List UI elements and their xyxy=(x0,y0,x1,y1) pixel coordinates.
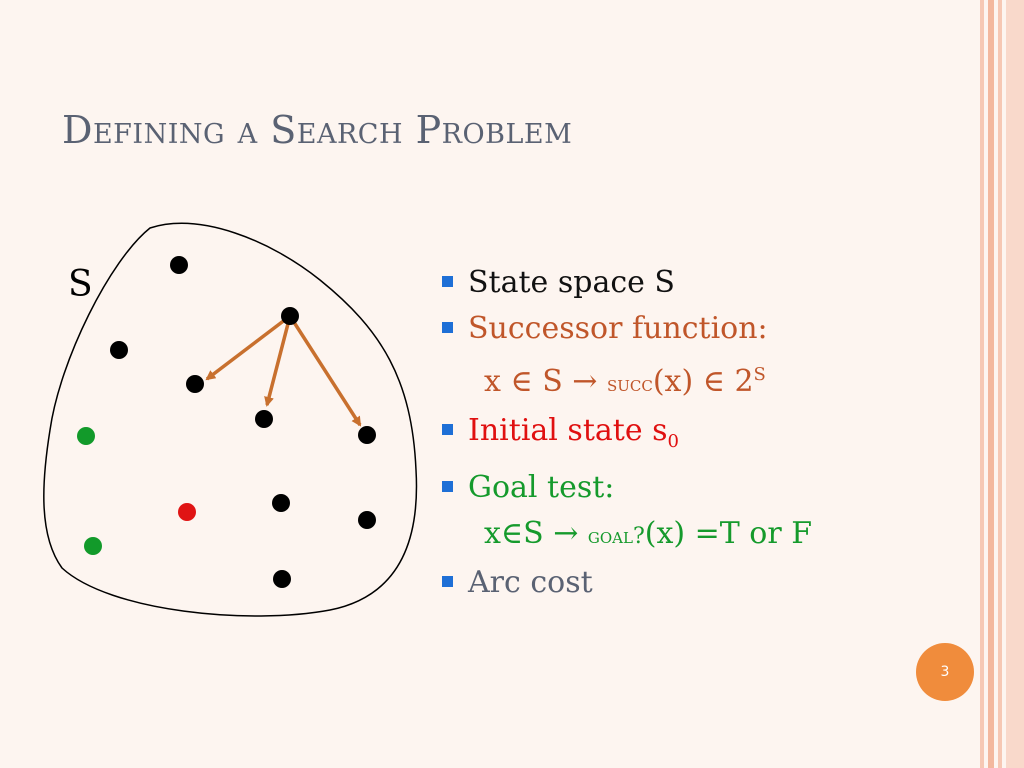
slide-title: Defining a Search Problem xyxy=(62,108,573,152)
successor-arrow xyxy=(205,314,292,381)
state-node xyxy=(272,494,290,512)
formula-function: goal? xyxy=(587,524,645,549)
frame-stripe-2 xyxy=(988,0,994,768)
initial-state-node xyxy=(178,503,196,521)
state-space-boundary xyxy=(43,222,418,617)
formula-lhs: x∈S → xyxy=(484,516,588,551)
successor-arrow xyxy=(264,315,292,407)
state-node xyxy=(186,375,204,393)
formula-function: succ xyxy=(606,372,653,397)
state-node xyxy=(358,426,376,444)
state-node xyxy=(281,307,299,325)
frame-stripe-3 xyxy=(998,0,1002,768)
state-node xyxy=(255,410,273,428)
bullet-subscript: 0 xyxy=(667,431,679,452)
bullet-text: Arc cost xyxy=(468,565,593,600)
goal-state-node xyxy=(77,427,95,445)
bullet-text: State space S xyxy=(468,265,675,300)
bullet-successor-function: Successor function: x ∈ S → succ(x) ∈ 2S xyxy=(440,306,920,408)
bullet-marker xyxy=(442,322,453,333)
state-node xyxy=(110,341,128,359)
bullet-marker xyxy=(442,481,453,492)
formula-rhs: (x) =T or F xyxy=(644,516,813,551)
bullet-text: Successor function: xyxy=(468,311,768,346)
state-node xyxy=(358,511,376,529)
frame-stripe-1 xyxy=(980,0,984,768)
successor-arrow xyxy=(288,315,362,427)
page-number-badge: 3 xyxy=(916,643,974,701)
bullet-text: Goal test: xyxy=(468,470,615,505)
state-node xyxy=(170,256,188,274)
formula-rhs: (x) ∈ 2 xyxy=(652,364,754,399)
goal-state-node xyxy=(84,537,102,555)
definition-list: State space S Successor function: x ∈ S … xyxy=(440,260,920,606)
bullet-marker xyxy=(442,276,453,287)
set-label: S xyxy=(68,264,93,305)
bullet-marker xyxy=(442,424,453,435)
bullet-arc-cost: Arc cost xyxy=(440,560,920,606)
bullet-marker xyxy=(442,576,453,587)
successor-formula: x ∈ S → succ(x) ∈ 2S xyxy=(468,352,920,408)
bullet-initial-state: Initial state s0 xyxy=(440,408,920,465)
bullet-state-space: State space S xyxy=(440,260,920,306)
bullet-text: Initial state s xyxy=(468,413,668,448)
frame-stripe-4 xyxy=(1006,0,1024,768)
bullet-goal-test: Goal test: x∈S → goal?(x) =T or F xyxy=(440,465,920,560)
formula-lhs: x ∈ S → xyxy=(484,364,607,399)
formula-superscript: S xyxy=(753,364,766,385)
state-node xyxy=(273,570,291,588)
goal-formula: x∈S → goal?(x) =T or F xyxy=(468,511,920,560)
page-number: 3 xyxy=(940,664,950,680)
